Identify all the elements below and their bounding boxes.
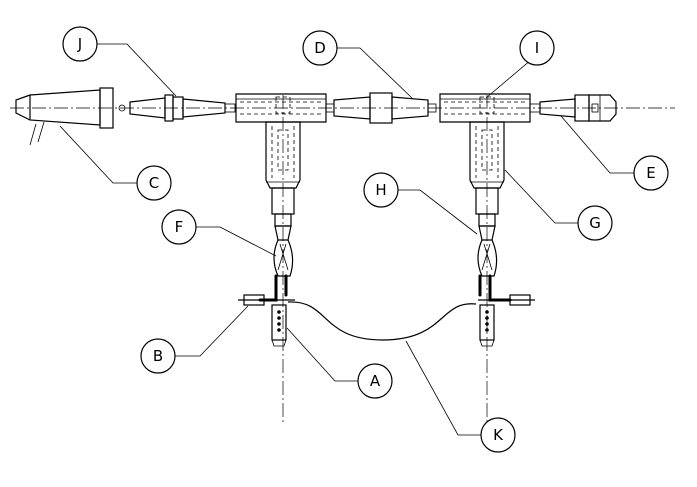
svg-text:G: G (589, 214, 601, 232)
callout-j: J (62, 26, 98, 62)
callout-h: H (363, 172, 399, 208)
svg-text:J: J (77, 35, 82, 53)
callout-f: F (161, 209, 197, 245)
right-t-body (439, 93, 531, 241)
svg-text:E: E (646, 164, 655, 182)
basic-insulating-plug-e (529, 94, 617, 122)
callout-e: E (633, 155, 669, 191)
svg-text:H: H (375, 181, 386, 199)
svg-text:A: A (370, 372, 381, 390)
left-cable-assembly (238, 239, 295, 347)
connecting-plug-d (325, 92, 437, 124)
svg-text:D: D (314, 39, 326, 57)
leader-lines (59, 43, 634, 436)
right-cable-assembly (477, 239, 535, 347)
end-cap-c (15, 87, 126, 146)
svg-text:C: C (149, 174, 159, 192)
callout-k: K (480, 417, 516, 453)
callout-c: C (136, 165, 172, 201)
svg-text:K: K (493, 426, 504, 444)
connecting-cable-k (287, 301, 477, 341)
svg-text:B: B (153, 347, 163, 365)
callout-b: B (140, 338, 176, 374)
insulating-plug-j (129, 94, 236, 122)
callout-g: G (577, 205, 613, 241)
left-t-body (235, 93, 327, 241)
callout-a: A (357, 363, 393, 399)
svg-text:I: I (535, 39, 539, 57)
svg-text:F: F (175, 218, 184, 236)
callout-i: I (519, 30, 555, 66)
callout-d: D (302, 30, 338, 66)
